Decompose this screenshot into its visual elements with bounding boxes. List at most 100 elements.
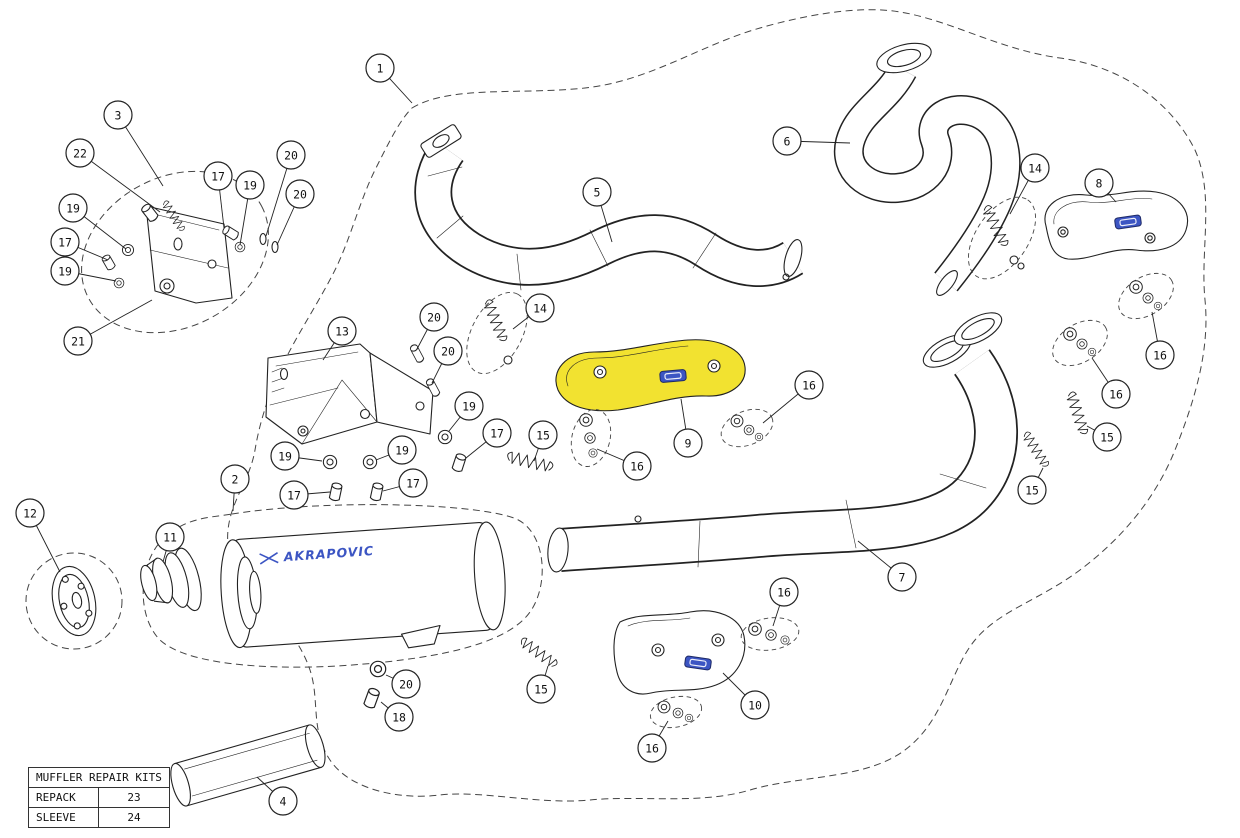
inlet-cone <box>140 547 202 612</box>
svg-text:16: 16 <box>630 460 644 474</box>
header-flange <box>420 124 462 158</box>
callouts-layer: 1322171920201917192156148161613202014916… <box>15 53 1175 816</box>
callout-16: 16 <box>1145 311 1175 370</box>
spring-kit-b <box>466 291 528 375</box>
kit-part-number: 24 <box>98 807 170 828</box>
callout-1: 1 <box>365 53 413 104</box>
bracket-kit-boundary <box>81 170 269 334</box>
callout-15: 15 <box>1086 422 1122 452</box>
svg-text:19: 19 <box>395 444 409 458</box>
callout-9: 9 <box>673 398 703 458</box>
spring-kit-a <box>967 196 1037 280</box>
svg-text:19: 19 <box>66 202 80 216</box>
svg-text:17: 17 <box>406 477 420 491</box>
svg-text:14: 14 <box>533 302 547 316</box>
shield-clamp-slot <box>658 368 688 384</box>
repack-sleeve <box>170 724 326 807</box>
svg-text:15: 15 <box>1025 484 1039 498</box>
kit-label: SLEEVE <box>27 807 100 828</box>
svg-text:19: 19 <box>462 400 476 414</box>
svg-text:20: 20 <box>284 149 298 163</box>
callout-16: 16 <box>762 370 824 424</box>
fastener-kit <box>720 408 774 448</box>
svg-text:10: 10 <box>748 699 762 713</box>
svg-text:19: 19 <box>243 179 257 193</box>
muffler-kit-boundary <box>142 504 543 668</box>
callout-14: 14 <box>1009 153 1050 215</box>
svg-text:15: 15 <box>534 683 548 697</box>
svg-text:15: 15 <box>1100 431 1114 445</box>
svg-text:20: 20 <box>293 188 307 202</box>
callout-15: 15 <box>528 420 558 462</box>
svg-text:12: 12 <box>23 507 37 521</box>
callout-14: 14 <box>512 293 555 330</box>
callout-20: 20 <box>416 302 449 350</box>
svg-text:6: 6 <box>784 135 791 149</box>
kit-label: REPACK <box>27 787 100 808</box>
svg-text:17: 17 <box>58 236 72 250</box>
svg-text:16: 16 <box>777 586 791 600</box>
svg-text:13: 13 <box>335 325 349 339</box>
callout-16: 16 <box>1091 357 1131 409</box>
hanger-bracket <box>100 199 279 304</box>
heat-shield-upper <box>1044 190 1188 260</box>
mount-bolt <box>362 686 381 710</box>
svg-text:16: 16 <box>645 742 659 756</box>
callout-20: 20 <box>431 336 463 384</box>
svg-text:22: 22 <box>73 147 87 161</box>
exhaust-spring <box>517 635 560 671</box>
mount-bracket <box>265 343 442 445</box>
exhaust-spring <box>1064 390 1090 437</box>
muffler-repair-kits-table: MUFFLER REPAIR KITS REPACK 23 SLEEVE 24 <box>27 767 170 828</box>
callout-8: 8 <box>1084 168 1117 203</box>
callout-15: 15 <box>526 665 556 704</box>
svg-text:21: 21 <box>71 335 85 349</box>
callout-2: 2 <box>220 464 250 512</box>
svg-text:17: 17 <box>287 489 301 503</box>
callout-13: 13 <box>322 316 357 361</box>
svg-text:4: 4 <box>280 795 287 809</box>
callout-6: 6 <box>772 126 851 156</box>
muffler: AKRAPOVIC <box>220 521 506 649</box>
end-cap <box>51 565 97 637</box>
svg-text:17: 17 <box>211 170 225 184</box>
callout-21: 21 <box>63 299 153 356</box>
callout-19: 19 <box>235 170 265 246</box>
svg-text:11: 11 <box>163 531 177 545</box>
callout-20: 20 <box>265 140 306 237</box>
washer <box>369 660 387 678</box>
akrapovic-scorpion-mark <box>259 552 279 565</box>
heat-shield-mid <box>555 339 746 412</box>
svg-text:7: 7 <box>899 571 906 585</box>
callout-16: 16 <box>637 720 669 763</box>
callout-19: 19 <box>270 441 323 471</box>
callout-10: 10 <box>722 672 770 720</box>
svg-text:19: 19 <box>278 450 292 464</box>
callout-17: 17 <box>203 161 233 229</box>
svg-text:16: 16 <box>802 379 816 393</box>
kit-part-number: 23 <box>98 787 170 808</box>
svg-text:5: 5 <box>594 186 601 200</box>
fastener-kit <box>1052 319 1108 367</box>
fastener-kit <box>1118 272 1174 320</box>
fastener-kit <box>570 409 612 467</box>
callout-19: 19 <box>448 391 484 432</box>
front-pipe <box>833 42 1021 296</box>
callout-15: 15 <box>1017 467 1047 505</box>
callout-16: 16 <box>596 448 652 481</box>
callout-5: 5 <box>582 177 613 243</box>
end-cap-boundary <box>25 552 123 650</box>
exhaust-spring <box>505 449 555 474</box>
svg-text:20: 20 <box>427 311 441 325</box>
svg-text:3: 3 <box>115 109 122 123</box>
table-row: SLEEVE 24 <box>27 807 170 828</box>
table-row: REPACK 23 <box>27 787 170 808</box>
svg-text:17: 17 <box>490 427 504 441</box>
callout-22: 22 <box>65 138 161 213</box>
akrapovic-logo-text: AKRAPOVIC <box>282 543 374 564</box>
table-title: MUFFLER REPAIR KITS <box>28 767 170 788</box>
exhaust-spring <box>1020 429 1051 470</box>
svg-text:20: 20 <box>399 678 413 692</box>
